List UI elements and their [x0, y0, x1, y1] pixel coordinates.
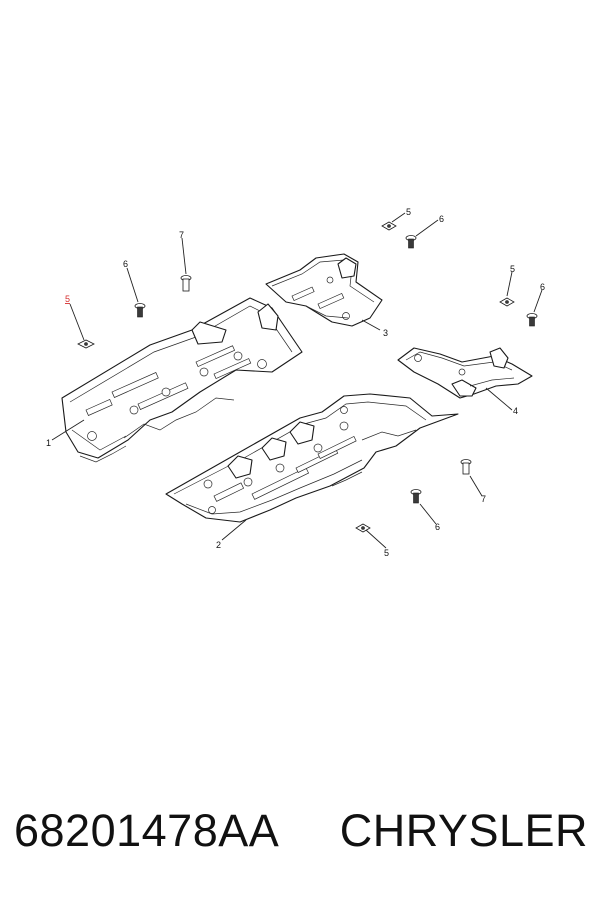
brand-name: CHRYSLER: [339, 805, 588, 856]
push-pin-6-c[interactable]: [526, 313, 538, 327]
callout-7-a: 7: [179, 230, 184, 240]
leader-lines: [51, 212, 543, 549]
callout-5-c: 5: [510, 264, 515, 274]
callout-6-d: 6: [435, 522, 440, 532]
footer-caption: 68201478AA CHRYSLER: [0, 796, 600, 866]
clip-nut-5-d[interactable]: [355, 523, 371, 533]
push-pin-6-d[interactable]: [410, 489, 422, 504]
callout-5-d: 5: [384, 548, 389, 558]
callout-6-b: 6: [439, 214, 444, 224]
push-pin-6-b[interactable]: [405, 235, 417, 249]
push-pin-6-a[interactable]: [134, 303, 146, 318]
bolt-7-b[interactable]: [460, 459, 472, 475]
callout-3: 3: [383, 328, 388, 338]
callout-6-c: 6: [540, 282, 545, 292]
callout-5-b: 5: [406, 207, 411, 217]
part-number: 68201478AA: [14, 805, 280, 856]
callout-5-highlighted[interactable]: 5: [65, 294, 70, 304]
callout-6-a: 6: [123, 259, 128, 269]
clip-nut-5-a[interactable]: [77, 339, 95, 349]
splash-shield-panel-2[interactable]: [165, 393, 459, 523]
callout-2: 2: [216, 540, 221, 550]
callout-4: 4: [513, 406, 518, 416]
clip-nut-5-b[interactable]: [381, 221, 397, 231]
splash-shield-panel-3[interactable]: [265, 253, 383, 327]
bolt-7-a[interactable]: [180, 275, 192, 292]
splash-shield-panel-4[interactable]: [397, 347, 533, 399]
callout-1: 1: [46, 438, 51, 448]
clip-nut-5-c[interactable]: [499, 297, 515, 307]
splash-shield-panel-1[interactable]: [61, 297, 303, 463]
callout-7-b: 7: [481, 494, 486, 504]
